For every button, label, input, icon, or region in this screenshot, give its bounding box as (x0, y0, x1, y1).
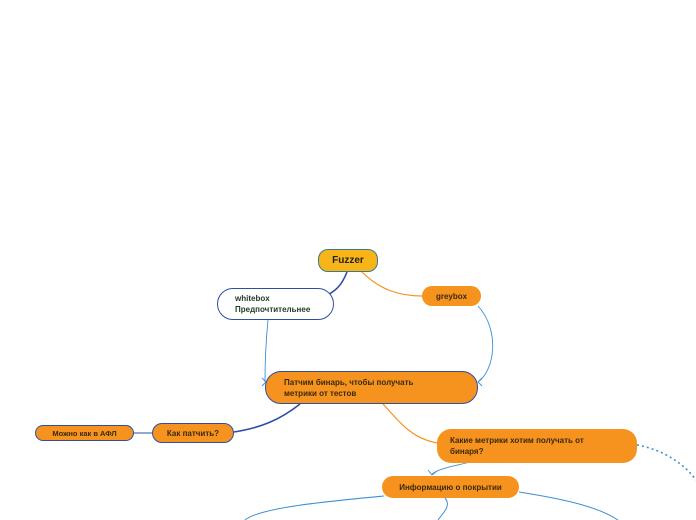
node-whitebox-line2: Предпочтительнее (235, 305, 311, 314)
node-how-to-patch-label: Как патчить? (166, 428, 220, 438)
node-metrics[interactable]: Какие метрики хотим получать от бинаря? (437, 429, 637, 463)
connector-fuzzer-greybox (361, 271, 423, 297)
arrowhead-greybox-patch (477, 377, 483, 387)
connector-metrics-coverage (431, 461, 471, 475)
node-afl-label: Можно как в АФЛ (52, 428, 117, 438)
connector-coverage-right (518, 491, 619, 520)
node-coverage-label: Информацию о покрытии (399, 482, 502, 492)
node-greybox[interactable]: greybox (422, 286, 481, 306)
node-metrics-line1: Какие метрики хотим получать от (450, 436, 584, 445)
node-whitebox-line1: whitebox (235, 294, 270, 303)
connector-coverage-middle (437, 497, 448, 520)
connector-coverage-left (244, 495, 385, 520)
node-fuzzer[interactable]: Fuzzer (318, 249, 378, 272)
node-whitebox[interactable]: whitebox Предпочтительнее (217, 288, 334, 320)
node-afl[interactable]: Можно как в АФЛ (35, 425, 134, 441)
node-how-to-patch[interactable]: Как патчить? (152, 423, 234, 443)
node-fuzzer-label: Fuzzer (332, 255, 364, 266)
connector-dotted-offscreen (636, 444, 696, 481)
connector-patch-metrics (382, 403, 438, 444)
node-metrics-line2: бинаря? (450, 447, 484, 456)
connector-patch-how (233, 403, 301, 433)
node-patch-line1: Патчим бинарь, чтобы получать (284, 377, 414, 387)
arrowhead-metrics-coverage (427, 469, 438, 476)
node-coverage-info[interactable]: Информацию о покрытии (382, 476, 519, 498)
node-greybox-label: greybox (435, 291, 468, 301)
node-patch-line2: метрики от тестов (284, 388, 357, 398)
node-patch-binary[interactable]: Патчим бинарь, чтобы получать метрики от… (265, 371, 478, 404)
connector-greybox-patch (477, 305, 494, 383)
connector-whitebox-patch (264, 319, 269, 383)
